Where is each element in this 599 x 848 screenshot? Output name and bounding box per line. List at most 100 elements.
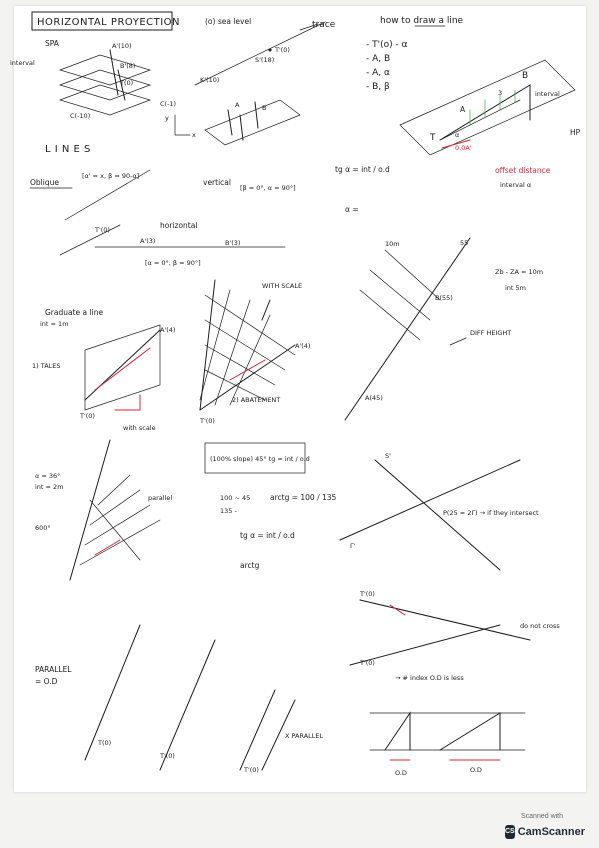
- badge-main: CS CamScanner: [505, 824, 585, 840]
- hp-plane: [399, 59, 576, 156]
- slope-box-text: (100% slope) 45° tg = int / o.d: [210, 455, 310, 463]
- calc-5: arctg: [240, 561, 260, 570]
- step-1: - T'(o) - α: [366, 40, 408, 50]
- calc-2: 135 -: [220, 507, 237, 515]
- diff-height-label: DIFF HEIGHT: [470, 329, 511, 337]
- svg-text:T(0): T(0): [119, 79, 133, 87]
- svg-text:B'(8): B'(8): [120, 62, 135, 70]
- tales-label: 1) TALES: [32, 362, 61, 370]
- badge-top-text: Scanned with: [520, 813, 564, 820]
- svg-text:3: 3: [498, 89, 502, 97]
- svg-text:A'(4): A'(4): [295, 342, 310, 350]
- svg-text:Γ': Γ': [350, 542, 356, 550]
- svg-text:T'(0): T'(0): [274, 46, 290, 54]
- svg-text:A'(10): A'(10): [112, 42, 132, 50]
- camscanner-badge: Scanned with CS CamScanner: [497, 812, 587, 842]
- svg-text:T'(0): T'(0): [359, 659, 375, 667]
- interval-left-label: interval: [10, 59, 35, 67]
- svg-text:A: A: [460, 105, 466, 114]
- deg-600-label: 600°: [35, 524, 51, 532]
- svg-text:B'(3): B'(3): [225, 239, 240, 247]
- oblique-eq: [α' = x, β = 90-α]: [82, 172, 139, 180]
- slope-box: [204, 442, 306, 474]
- svg-text:S': S': [385, 452, 391, 460]
- parallel-label: PARALLEL: [35, 665, 72, 674]
- int-5m-label: int 5m: [505, 284, 526, 292]
- sea-level-label: (o) sea level: [205, 17, 251, 26]
- page-title: HORIZONTAL PROYECTION: [37, 17, 180, 28]
- svg-text:α =: α =: [345, 205, 359, 214]
- horizontal-eq: [α = 0°, β = 90°]: [145, 259, 201, 267]
- hp-label: HP: [570, 128, 581, 137]
- svg-text:A'(4): A'(4): [160, 326, 175, 334]
- with-scale-small: with scale: [123, 424, 156, 432]
- svg-text:T'(0): T'(0): [199, 417, 215, 425]
- svg-text:T(0): T(0): [97, 739, 111, 747]
- calc-4: tg α = int / o.d: [240, 531, 295, 540]
- graduate-label: Graduate a line: [45, 308, 103, 317]
- svg-text:A(45): A(45): [365, 394, 383, 402]
- x-parallel-label: X PARALLEL: [285, 732, 324, 740]
- svg-text:x: x: [192, 131, 196, 139]
- svg-text:0.0A': 0.0A': [455, 144, 472, 152]
- svg-text:O.D: O.D: [470, 766, 482, 774]
- svg-text:y: y: [165, 114, 169, 122]
- interval-right-label: interval: [535, 90, 560, 98]
- trace-line: [194, 21, 326, 86]
- svg-text:T'(0): T'(0): [94, 226, 110, 234]
- abatement-label: 2) ABATEMENT: [232, 396, 280, 404]
- svg-text:T'(0): T'(0): [159, 752, 175, 760]
- oblique-label: Oblique: [30, 178, 59, 187]
- int-1m-label: int = 1m: [40, 320, 69, 328]
- calc-1: 100 ~ 45: [220, 494, 250, 502]
- step-4: - B, β: [366, 82, 390, 92]
- c-minus-label: C(-1): [160, 100, 176, 108]
- svg-text:T: T: [429, 133, 436, 143]
- svg-text:T'(0): T'(0): [243, 766, 259, 774]
- step-3: - A, α: [366, 68, 390, 78]
- trace-point: [268, 48, 272, 52]
- how-to-draw-label: how to draw a line: [380, 16, 464, 26]
- with-scale-label: WITH SCALE: [262, 282, 302, 290]
- a36-label: α = 36°: [35, 472, 60, 480]
- calc-3: arctg = 100 / 135: [270, 493, 337, 502]
- intersect-label: P(25 = 2Γ) → if they intersect: [443, 509, 539, 517]
- svg-text:B(55): B(55): [435, 294, 453, 302]
- do-not-cross-label: do not cross: [520, 622, 560, 630]
- svg-text:A'(3): A'(3): [140, 237, 155, 245]
- badge-brand-text: CamScanner: [517, 826, 585, 838]
- svg-text:T'(0): T'(0): [359, 590, 375, 598]
- svg-text:α: α: [455, 131, 459, 139]
- svg-text:B: B: [262, 104, 266, 112]
- tg-formula: tg α = int / o.d: [335, 165, 390, 174]
- svg-text:K'(10): K'(10): [200, 76, 219, 84]
- horizontal-label: horizontal: [160, 221, 197, 230]
- svg-text:O.D: O.D: [395, 769, 407, 777]
- intersect-line-2: [374, 459, 501, 571]
- vertical-label: vertical: [203, 178, 231, 187]
- camscanner-logo-icon: CS: [505, 825, 515, 839]
- svg-text:55: 55: [460, 239, 468, 247]
- svg-text:C(-10): C(-10): [70, 112, 90, 120]
- notebook-page: [14, 6, 586, 792]
- trace-arrow: [299, 23, 319, 31]
- offset-distance-label: offset distance: [495, 166, 551, 175]
- svg-text:10m: 10m: [385, 240, 400, 248]
- if-index-label: → # index O.D is less: [395, 674, 464, 682]
- spa-label: SPA: [45, 39, 60, 48]
- lines-heading: L I N E S: [45, 144, 91, 155]
- step-2: - A, B: [366, 54, 390, 64]
- interval-alpha-label: interval α: [500, 181, 531, 189]
- trace-label: trace: [312, 20, 336, 30]
- svg-text:S'(18): S'(18): [255, 56, 274, 64]
- parallel-eq: = O.D: [35, 677, 58, 686]
- svg-text:B: B: [522, 71, 528, 81]
- intersect-line-1: [339, 459, 521, 541]
- int-2m-label: int = 2m: [35, 483, 64, 491]
- svg-text:A: A: [235, 101, 240, 109]
- vertical-eq: [β = 0°, α = 90°]: [240, 184, 296, 192]
- zb-za-label: Zb - ZA = 10m: [495, 268, 543, 276]
- title-box: [31, 11, 173, 31]
- svg-text:T'(0): T'(0): [79, 412, 95, 420]
